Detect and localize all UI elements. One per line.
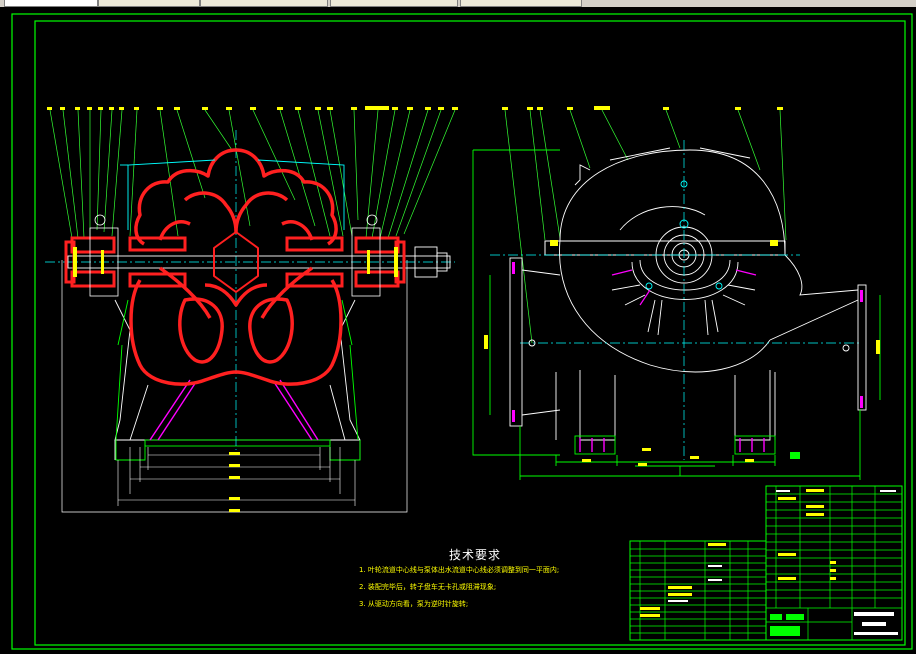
- outer-frame: [11, 13, 913, 650]
- technical-requirement-note: 2. 装配完毕后，转子盘车无卡孔或阻滞现象;: [359, 583, 497, 591]
- dimension-text: [229, 452, 240, 512]
- title-block: [765, 485, 903, 641]
- section-view: [45, 106, 458, 513]
- document-tab-strip: [0, 0, 916, 7]
- end-view-dim-text: [484, 335, 880, 466]
- document-tab-5[interactable]: [460, 0, 582, 7]
- base-hatch: [149, 379, 319, 441]
- inner-frame: [34, 20, 906, 646]
- document-tab-3[interactable]: [200, 0, 328, 7]
- parts-list-table: [629, 540, 767, 641]
- pump-casing: [129, 148, 343, 386]
- bearing-housings: [89, 214, 381, 297]
- signature-marks: [770, 614, 804, 636]
- technical-requirements-title: 技术要求: [449, 548, 502, 562]
- bearing-highlights: [73, 247, 398, 277]
- end-view-dim-frame: [472, 149, 881, 480]
- cad-drawing: [11, 13, 913, 650]
- part-balloons: [47, 106, 458, 110]
- outlet-flange: [842, 284, 867, 411]
- inlet-flange: [509, 257, 561, 427]
- end-view-leaders: [504, 109, 787, 344]
- volute-outline: [555, 147, 859, 441]
- radial-ribs: [611, 284, 756, 336]
- document-tab-2[interactable]: [98, 0, 200, 7]
- drawing-canvas[interactable]: 技术要求 1. 叶轮流道中心线与泵体出水流道中心线必须调整到同一平面内; 2. …: [0, 7, 916, 654]
- rib-hatch: [611, 269, 757, 306]
- document-tab-4[interactable]: [330, 0, 458, 7]
- section-marker: [790, 452, 800, 459]
- parts-list-white-text: [668, 565, 722, 602]
- technical-requirement-note: 3. 从驱动方向看，泵为逆时针旋转;: [359, 600, 469, 608]
- parts-list-text: [640, 543, 726, 617]
- document-tab-1[interactable]: [4, 0, 98, 7]
- technical-requirement-note: 1. 叶轮流道中心线与泵体出水流道中心线必须调整到同一平面内;: [359, 566, 560, 574]
- pump-base: [114, 299, 361, 460]
- balance-pipe: [120, 159, 345, 230]
- part-leaders: [49, 109, 456, 239]
- title-block-white-text: [776, 490, 898, 635]
- end-view: [472, 106, 881, 480]
- base-green-outline: [115, 299, 361, 461]
- end-view-balloons: [502, 106, 783, 110]
- title-block-text: [778, 489, 836, 580]
- foot-hatch: [579, 438, 765, 452]
